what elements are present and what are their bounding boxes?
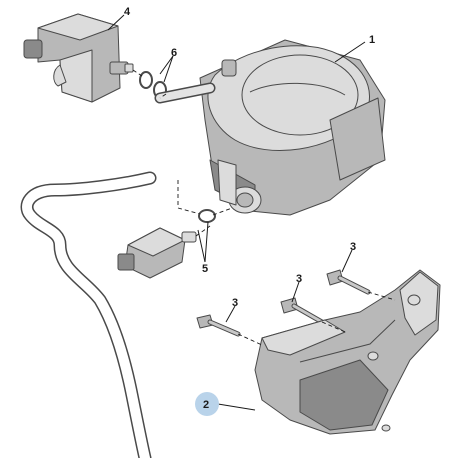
part-3-bolt-a — [196, 314, 241, 337]
callout-6: 6 — [171, 47, 177, 59]
callout-1: 1 — [369, 34, 375, 46]
callout-4: 4 — [124, 6, 131, 18]
callout-2: 2 — [203, 399, 209, 411]
callout-3a: 3 — [232, 297, 238, 309]
callout-leaders — [107, 14, 366, 411]
callout-5: 5 — [202, 263, 208, 275]
part-5-sensor — [117, 209, 216, 279]
part-1-filter-housing — [154, 39, 386, 216]
part-4-housing — [23, 13, 134, 103]
assembly-guide-lines — [132, 69, 396, 346]
callout-3b: 3 — [296, 273, 302, 285]
part-3-bolt-c — [326, 269, 371, 295]
part-3-bolt-b — [280, 297, 325, 325]
callout-2-marker — [195, 392, 219, 416]
callout-3c: 3 — [350, 241, 356, 253]
part-2-bracket — [254, 269, 441, 435]
fuel-hose — [20, 171, 157, 458]
callout-labels: 1 2 3 3 3 4 5 6 — [124, 6, 375, 416]
